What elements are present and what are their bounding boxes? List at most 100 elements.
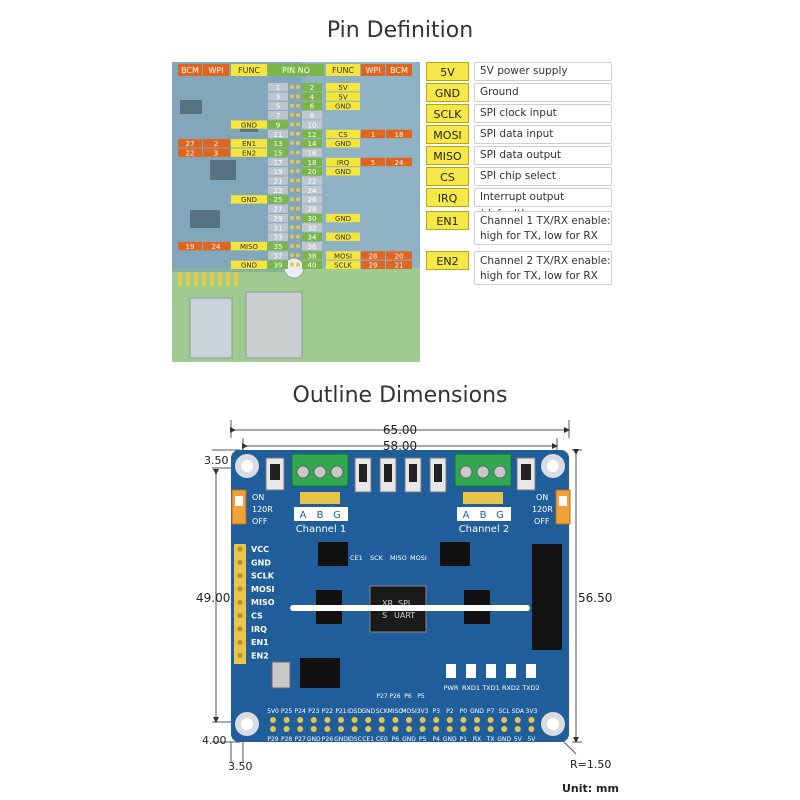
gpio-top-label: 3V3: [526, 708, 538, 715]
pin-dot: [296, 94, 300, 99]
dim-bottom-offset: 4.00: [202, 734, 227, 747]
top-mid-label: SCK: [370, 554, 384, 562]
gpio-pin: [270, 717, 276, 723]
gpio-top-label: P23: [308, 708, 319, 715]
side-pin-dot: [237, 626, 243, 632]
pin-cell-odd-active: [268, 148, 288, 157]
channel-2-labels: A B G Channel 2: [457, 507, 511, 535]
side-pin-label: MOSI: [251, 585, 275, 594]
pin-dot: [296, 150, 300, 155]
pin-dot: [296, 159, 300, 164]
gpio-pin: [446, 726, 453, 732]
pin-cell-even: [302, 148, 322, 157]
gpio-top-label: P7: [487, 708, 495, 715]
pin-header-left-bcm: [178, 64, 202, 76]
legend-key: MISO: [426, 146, 469, 165]
legend-key: IRQ: [426, 188, 469, 207]
pin-bcm-right-label: 18: [395, 131, 404, 139]
pin-bcm-right: [386, 129, 412, 139]
pin-dot: [296, 113, 300, 118]
pin-dot: [296, 141, 300, 146]
pin-wpi-right-label: 28: [369, 252, 378, 260]
pin-number-odd: 1: [276, 84, 280, 92]
pin-func-right: [326, 101, 360, 111]
pin-bcm-left-label: 19: [186, 243, 195, 251]
pin-cell-even-active: [302, 139, 322, 148]
pin-number-even: 14: [308, 140, 317, 148]
photo-side-pins: [178, 272, 238, 286]
pin-wpi-right: [361, 129, 385, 139]
pin-func-left-label: GND: [241, 262, 257, 270]
pin-cell-even-active: [302, 92, 322, 101]
pin-func-left-label: GND: [241, 196, 257, 204]
side-pin-label: CS: [251, 612, 263, 621]
board-separator: [290, 605, 530, 611]
gpio-bottom-label: P27: [295, 736, 306, 743]
led-pads: [446, 664, 536, 678]
gpio-top-label: MISO: [388, 708, 404, 715]
pin-number-even: 32: [308, 224, 317, 232]
small-pin-label: P27: [376, 693, 387, 700]
pin-func-right-label: GND: [335, 103, 351, 111]
pin-dot: [290, 206, 294, 211]
gpio-pin: [283, 726, 290, 732]
side-pin-dot: [237, 586, 243, 592]
side-pin-dot: [237, 599, 243, 605]
pin-func-left: [231, 260, 267, 269]
channel-1-label: Channel 1: [296, 524, 347, 535]
terminal-block-2: [454, 453, 512, 487]
svg-text:SPI: SPI: [398, 599, 410, 608]
pin-cell-odd-active: [268, 139, 288, 148]
pin-dot: [290, 159, 294, 164]
side-pin-dot: [237, 559, 243, 565]
pin-number-odd: 23: [274, 187, 283, 195]
pin-header-left-func: [231, 64, 267, 76]
pin-cell-odd: [268, 204, 288, 213]
pin-number-even: 18: [308, 159, 317, 167]
pin-dot: [296, 187, 300, 192]
pin-func-right-label: GND: [335, 140, 351, 148]
led-label: RXD2: [502, 684, 520, 692]
gpio-pin: [487, 717, 494, 723]
legend-desc: SPI chip select: [474, 167, 612, 186]
side-pin-label: SCLK: [251, 572, 275, 581]
side-pin-label: GND: [251, 558, 271, 567]
gpio-bottom-label: P1: [460, 736, 468, 743]
pin-func-right: [326, 129, 360, 139]
pin-func-left: [231, 195, 267, 204]
pin-header-label: FUNC: [238, 66, 260, 75]
pin-cell-odd: [268, 129, 288, 139]
side-pin-dot: [237, 546, 243, 552]
legend-desc: Interrupt output (default): [474, 188, 612, 220]
pin-dot: [290, 122, 294, 127]
side-pin-label: IRQ: [251, 625, 267, 634]
pin-header-pin-no: [268, 64, 324, 76]
pin-dot: [296, 178, 300, 183]
pin-func-left: [231, 139, 267, 148]
pin-dot: [296, 225, 300, 230]
pin-dot: [290, 187, 294, 192]
pin-wpi-left: [203, 139, 230, 148]
side-pin-dot: [237, 652, 243, 658]
legend-desc: Channel 1 TX/RX enable: high for TX, low…: [474, 211, 612, 245]
terminal-letter-a-1: A: [300, 510, 307, 521]
gpio-pin: [365, 726, 372, 732]
pin-func-right-label: GND: [335, 168, 351, 176]
pin-bcm-left: [178, 139, 202, 148]
pin-wpi-left-label: 2: [214, 140, 218, 148]
pin-cell-odd: [268, 157, 288, 167]
pin-cell-even: [302, 111, 322, 120]
pin-dot: [296, 85, 300, 89]
gpio-bottom-label: P6: [392, 736, 400, 743]
svg-text:UART: UART: [394, 611, 415, 620]
switch-right-on: ON: [536, 493, 548, 502]
gpio-top-label: P25: [281, 708, 292, 715]
pin-dot: [290, 234, 294, 239]
ethernet-port: [245, 291, 303, 359]
gpio-pin: [392, 726, 399, 732]
gpio-bottom-label: CE0: [376, 736, 388, 743]
legend-key: SCLK: [426, 104, 469, 123]
pin-header-label: FUNC: [332, 66, 354, 75]
